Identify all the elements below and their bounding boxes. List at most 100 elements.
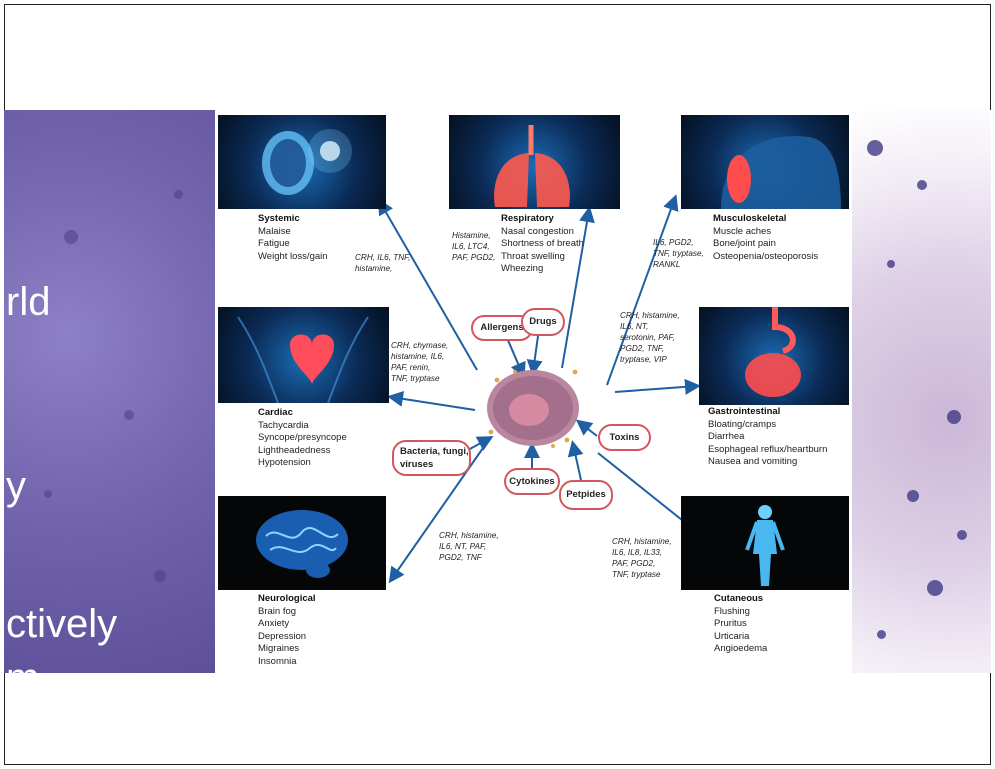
trigger-toxins: Toxins xyxy=(598,424,651,451)
slide-band: rld y ctively m xyxy=(4,110,991,673)
musculoskeletal-image xyxy=(681,115,849,209)
mediator-line: IL6, NT, xyxy=(620,321,680,332)
gastrointestinal-item: Esophageal reflux/heartburn xyxy=(708,444,827,457)
trigger-peptides: Petpides xyxy=(559,480,613,510)
mediator-line: PAF, renin, xyxy=(391,362,448,373)
background-text-1: rld xyxy=(6,282,50,322)
mediator-line: PGD2, TNF xyxy=(439,552,499,563)
musculoskeletal-item: Osteopenia/osteoporosis xyxy=(713,251,818,264)
trigger-cytokines: Cytokines xyxy=(504,468,560,495)
systemic-item: Weight loss/gain xyxy=(258,251,328,264)
cardiac-item: Tachycardia xyxy=(258,420,347,433)
mediator-line: TNF, tryptase xyxy=(391,373,448,384)
respiratory-item: Shortness of breath xyxy=(501,238,584,251)
systemic-mediators: CRH, IL6, TNF, histamine, xyxy=(355,252,410,274)
cutaneous-item: Flushing xyxy=(714,606,767,619)
cutaneous-item: Urticaria xyxy=(714,631,767,644)
cutaneous-mediators: CRH, histamine, IL6, IL8, IL33, PAF, PGD… xyxy=(612,536,672,580)
background-text-3: ctively xyxy=(6,604,117,644)
mediator-line: histamine, xyxy=(355,263,410,274)
neurological-caption: Neurological Brain fog Anxiety Depressio… xyxy=(258,593,316,669)
neurological-item: Migraines xyxy=(258,643,316,656)
trigger-drugs: Drugs xyxy=(521,308,565,336)
cardiac-caption: Cardiac Tachycardia Syncope/presyncope L… xyxy=(258,407,347,470)
arrow-from-toxins xyxy=(579,422,597,436)
mediator-line: IL6, PGD2, xyxy=(653,237,704,248)
mediator-line: CRH, chymase, xyxy=(391,340,448,351)
trigger-line: viruses xyxy=(400,458,469,471)
respiratory-title: Respiratory xyxy=(501,213,584,226)
arrow-from-drugs xyxy=(533,336,538,372)
glowing-head-icon xyxy=(218,115,386,209)
mediator-line: PAF, PGD2, xyxy=(452,252,495,263)
cardiac-title: Cardiac xyxy=(258,407,347,420)
respiratory-image xyxy=(449,115,620,209)
cardiac-image xyxy=(218,307,389,403)
mediator-line: histamine, IL6, xyxy=(391,351,448,362)
neurological-title: Neurological xyxy=(258,593,316,606)
arrow-to-gastrointestinal xyxy=(615,386,697,392)
cutaneous-title: Cutaneous xyxy=(714,593,767,606)
gastrointestinal-mediators: CRH, histamine, IL6, NT, serotonin, PAF,… xyxy=(620,310,680,365)
trigger-line: Bacteria, fungi, xyxy=(400,445,469,458)
neurological-mediators: CRH, histamine, IL6, NT, PAF, PGD2, TNF xyxy=(439,530,499,563)
musculoskeletal-item: Muscle aches xyxy=(713,226,818,239)
gastrointestinal-item: Bloating/cramps xyxy=(708,419,827,432)
human-body-icon xyxy=(681,496,849,590)
gastrointestinal-item: Diarrhea xyxy=(708,431,827,444)
mediator-line: IL6, IL8, IL33, xyxy=(612,547,672,558)
neurological-item: Anxiety xyxy=(258,618,316,631)
background-text-2: y xyxy=(6,466,26,506)
cutaneous-caption: Cutaneous Flushing Pruritus Urticaria An… xyxy=(714,593,767,656)
background-text-4: m xyxy=(6,658,39,673)
right-cell-background xyxy=(847,110,991,673)
neurological-item: Depression xyxy=(258,631,316,644)
gastrointestinal-item: Nausea and vomiting xyxy=(708,456,827,469)
mediator-line: IL6, LTC4, xyxy=(452,241,495,252)
mediator-line: TNF, tryptase, xyxy=(653,248,704,259)
neurological-image xyxy=(218,496,386,590)
respiratory-item: Throat swelling xyxy=(501,251,584,264)
systemic-image xyxy=(218,115,386,209)
systemic-item: Malaise xyxy=(258,226,328,239)
respiratory-item: Wheezing xyxy=(501,263,584,276)
systemic-title: Systemic xyxy=(258,213,328,226)
arrow-from-bacteria xyxy=(468,438,490,450)
arrow-to-cardiac xyxy=(391,397,475,410)
musculoskeletal-title: Musculoskeletal xyxy=(713,213,818,226)
mediator-line: PGD2, TNF, xyxy=(620,343,680,354)
trigger-bacteria-fungi-viruses: Bacteria, fungi, viruses xyxy=(392,440,471,476)
mediator-line: Histamine, xyxy=(452,230,495,241)
brain-icon xyxy=(218,496,386,590)
mediator-line: CRH, histamine, xyxy=(612,536,672,547)
mediator-line: CRH, histamine, xyxy=(620,310,680,321)
heart-icon xyxy=(218,307,389,403)
mediator-line: serotonin, PAF, xyxy=(620,332,680,343)
mediator-line: PAF, PGD2, xyxy=(612,558,672,569)
left-cell-background: rld y ctively m xyxy=(4,110,216,673)
mediator-line: CRH, histamine, xyxy=(439,530,499,541)
cutaneous-item: Pruritus xyxy=(714,618,767,631)
mediator-line: tryptase, VIP xyxy=(620,354,680,365)
cardiac-mediators: CRH, chymase, histamine, IL6, PAF, renin… xyxy=(391,340,448,384)
systemic-caption: Systemic Malaise Fatigue Weight loss/gai… xyxy=(258,213,328,263)
musculoskeletal-caption: Musculoskeletal Muscle aches Bone/joint … xyxy=(713,213,818,263)
gastrointestinal-title: Gastrointestinal xyxy=(708,406,827,419)
mast-cell-icon xyxy=(487,370,579,448)
cutaneous-image xyxy=(681,496,849,590)
shoulder-muscle-icon xyxy=(681,115,849,209)
neurological-item: Brain fog xyxy=(258,606,316,619)
mediator-line: IL6, NT, PAF, xyxy=(439,541,499,552)
digestive-tract-icon xyxy=(699,307,849,405)
cardiac-item: Hypotension xyxy=(258,457,347,470)
diagram-panel: Systemic Malaise Fatigue Weight loss/gai… xyxy=(215,110,852,673)
musculoskeletal-item: Bone/joint pain xyxy=(713,238,818,251)
lungs-icon xyxy=(449,115,620,209)
arrow-from-allergens xyxy=(507,338,523,375)
respiratory-item: Nasal congestion xyxy=(501,226,584,239)
cardiac-item: Syncope/presyncope xyxy=(258,432,347,445)
systemic-item: Fatigue xyxy=(258,238,328,251)
mediator-line: TNF, tryptase xyxy=(612,569,672,580)
neurological-item: Insomnia xyxy=(258,656,316,669)
respiratory-mediators: Histamine, IL6, LTC4, PAF, PGD2, xyxy=(452,230,495,263)
